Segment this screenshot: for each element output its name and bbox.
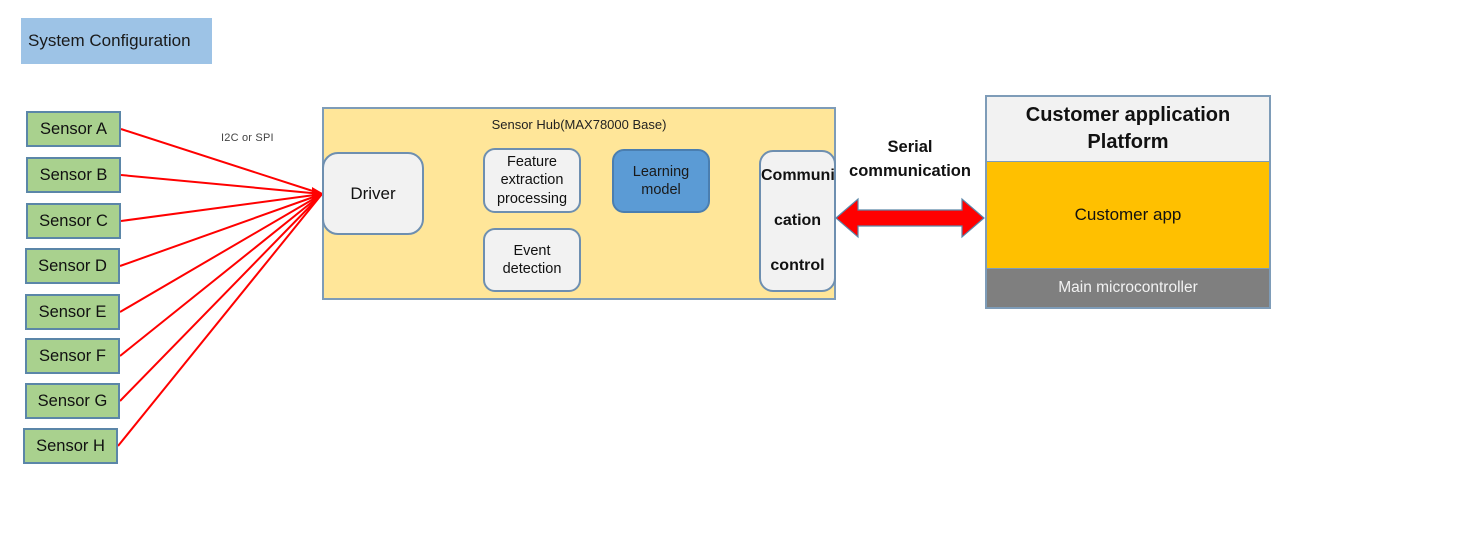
sensor-label: Sensor F [39, 346, 106, 365]
sensor-label: Sensor C [39, 211, 108, 230]
sensor-block: Sensor G [25, 383, 120, 419]
sensor-block: Sensor D [25, 248, 120, 284]
sensor-block: Sensor E [25, 294, 120, 330]
feature-extraction-label: Feature extraction processing [496, 154, 568, 207]
event-detection-label: Event detection [502, 242, 562, 277]
driver-label: Driver [350, 183, 396, 203]
main-microcontroller-label: Main microcontroller [1058, 279, 1198, 296]
comm-label-line-1: Communi [761, 167, 835, 185]
bus-label: I2C or SPI [221, 132, 274, 144]
sensor-label: Sensor E [38, 302, 107, 321]
serial-communication-label: Serial communication [849, 138, 971, 180]
bus-convergence-arrowhead [312, 187, 324, 201]
main-microcontroller-block: Main microcontroller [987, 268, 1269, 307]
sensor-label: Sensor B [39, 165, 108, 184]
feature-extraction-block: Feature extraction processing [483, 148, 581, 213]
sensor-label: Sensor H [36, 436, 105, 455]
sensor-block: Sensor A [26, 111, 121, 147]
sensor-bus-line [119, 193, 323, 267]
sensor-bus-line [120, 193, 323, 222]
communication-control-block: Communi cation control [759, 150, 836, 292]
customer-app-label: Customer app [1074, 205, 1182, 224]
sensor-label: Sensor A [40, 119, 107, 138]
sensor-bus-line [119, 193, 323, 357]
sensor-block: Sensor B [26, 157, 121, 193]
sensor-block: Sensor C [26, 203, 121, 239]
sensor-label: Sensor D [38, 256, 107, 275]
diagram-title-text: System Configuration [28, 31, 191, 50]
sensor-bus-line [120, 128, 323, 195]
sensor-bus-line [117, 193, 323, 447]
sensor-block: Sensor H [23, 428, 118, 464]
comm-label-line-3: control [770, 256, 825, 274]
diagram-title: System Configuration [21, 18, 212, 64]
sensor-label: Sensor G [37, 391, 108, 410]
sensor-bus-line [119, 193, 323, 313]
sensor-block: Sensor F [25, 338, 120, 374]
learning-model-label: Learning model [632, 163, 690, 198]
sensor-bus-line [119, 193, 323, 402]
driver-block: Driver [322, 152, 424, 235]
customer-platform-header: Customer application Platform [987, 97, 1269, 161]
sensor-bus-lines [117, 128, 323, 447]
comm-label-line-2: cation [773, 211, 822, 229]
learning-model-block: Learning model [612, 149, 710, 213]
event-detection-block: Event detection [483, 228, 581, 292]
serial-double-arrow-icon [835, 197, 985, 239]
sensor-hub-label: Sensor Hub(MAX78000 Base) [491, 117, 667, 132]
sensor-bus-line [120, 174, 323, 195]
customer-app-block: Customer app [987, 161, 1269, 268]
